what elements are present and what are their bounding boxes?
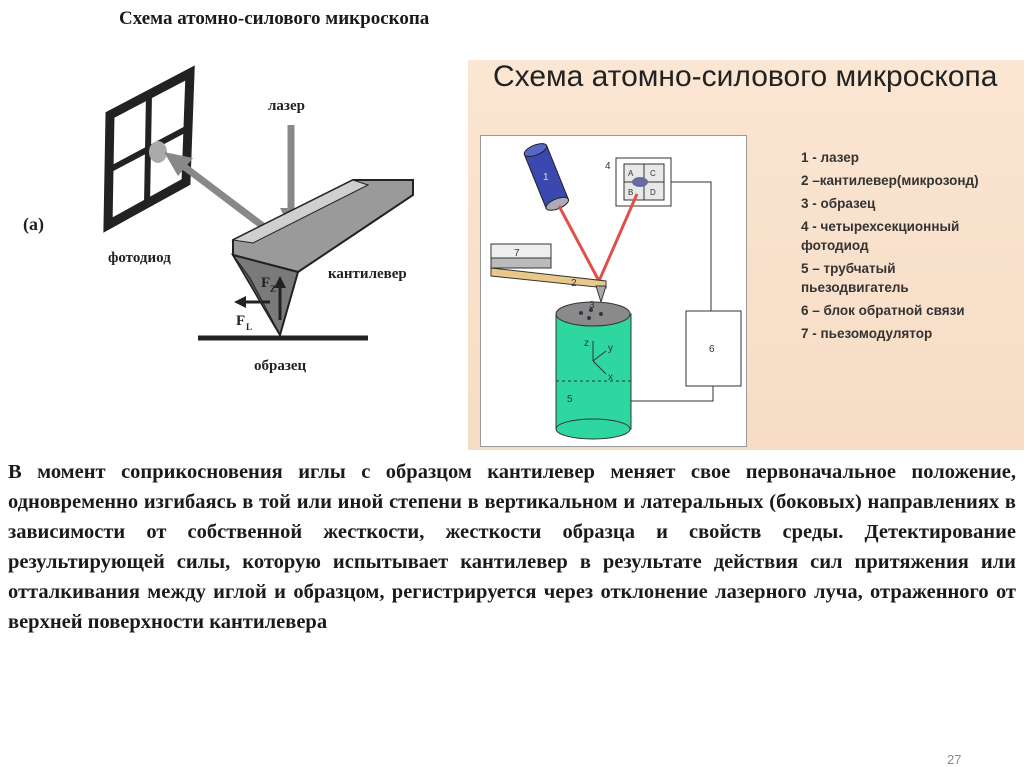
legend-item-6: 6 – блок обратной связи bbox=[801, 303, 965, 318]
afm-scheme-diagram: 1 4 A C B D 7 2 bbox=[480, 135, 747, 447]
legend-item-2: 2 –кантилевер(микрозонд) bbox=[801, 173, 979, 188]
panel-title: Схема атомно-силового микроскопа bbox=[493, 60, 998, 93]
afm-principle-figure: (a) лазер фотодиод кантилевер образец F … bbox=[18, 40, 458, 450]
label-force-z: F bbox=[261, 275, 270, 291]
legend-item-3: 3 - образец bbox=[801, 196, 876, 211]
photodiode-frame bbox=[103, 65, 195, 233]
cantilever-shape bbox=[230, 179, 414, 338]
afm-scheme-panel: Схема атомно-силового микроскопа 1 4 A C… bbox=[468, 60, 1024, 450]
label-sample: образец bbox=[254, 358, 307, 374]
num-6: 6 bbox=[709, 344, 715, 355]
legend-item-1: 1 - лазер bbox=[801, 150, 860, 165]
axis-y: y bbox=[608, 343, 613, 354]
quad-b: B bbox=[628, 188, 633, 197]
page-number: 27 bbox=[947, 752, 962, 767]
axis-z: z bbox=[584, 338, 589, 349]
label-force-l-sub: L bbox=[246, 322, 252, 332]
num-5: 5 bbox=[567, 394, 573, 405]
axis-x: x bbox=[608, 372, 613, 383]
quad-a: A bbox=[628, 169, 634, 178]
num-1: 1 bbox=[543, 172, 549, 183]
slide-title: Схема атомно-силового микроскопа bbox=[119, 8, 430, 29]
panel-label: (a) bbox=[23, 214, 44, 235]
num-4: 4 bbox=[605, 161, 611, 172]
num-3: 3 bbox=[589, 300, 595, 311]
label-cantilever: кантилевер bbox=[328, 266, 407, 282]
legend-item-5: 5 – трубчатый пьезодвигатель bbox=[801, 261, 909, 295]
legend-item-7: 7 - пьезомодулятор bbox=[801, 326, 933, 341]
label-laser: лазер bbox=[268, 98, 305, 114]
label-force-z-sub: Z bbox=[270, 284, 276, 294]
num-7: 7 bbox=[514, 248, 520, 259]
reflected-beam bbox=[175, 159, 271, 233]
num-2: 2 bbox=[571, 278, 577, 289]
quad-d: D bbox=[650, 188, 656, 197]
laser-unit bbox=[523, 143, 570, 211]
label-force-l: F bbox=[236, 313, 245, 329]
label-photodiode: фотодиод bbox=[108, 250, 171, 266]
quad-c: C bbox=[650, 169, 656, 178]
body-paragraph: В момент соприкосновения иглы с образцом… bbox=[8, 461, 1016, 633]
legend: 1 - лазер 2 –кантилевер(микрозонд) 3 - о… bbox=[801, 148, 1001, 347]
photodiode-unit bbox=[615, 157, 672, 207]
legend-item-4: 4 - четырехсекционный фотодиод bbox=[801, 219, 960, 253]
